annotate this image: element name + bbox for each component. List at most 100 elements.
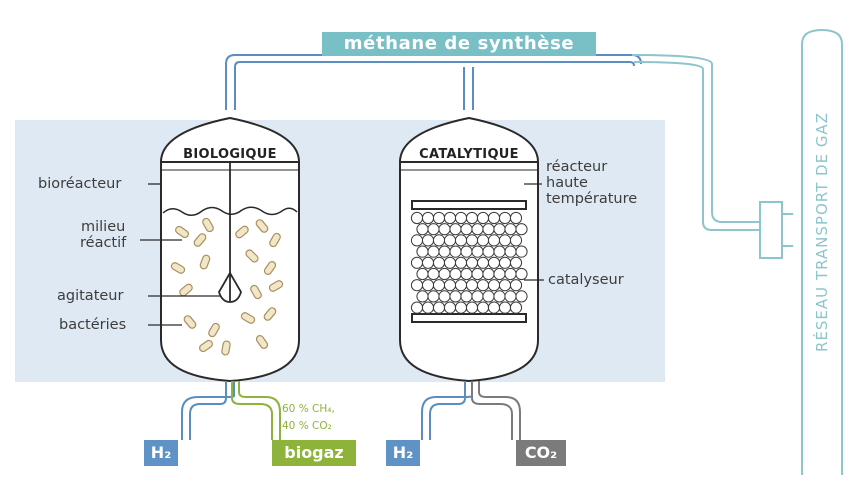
catalyst-bead: [515, 245, 528, 258]
catalyst-bead: [410, 211, 424, 225]
catalyst-bead: [471, 245, 484, 258]
catalyst-bead: [487, 301, 501, 314]
bacterium: [255, 335, 269, 349]
catalyst-bead: [465, 211, 479, 225]
catalyst-bead: [487, 279, 501, 292]
medium-label-1: milieu: [81, 219, 126, 235]
catalyst-bead: [438, 267, 451, 281]
catalyst-bead: [493, 290, 506, 303]
h2-tag-cat-bg: [386, 440, 420, 466]
catalyst-bead: [410, 279, 424, 292]
methane-collector-pipe: [225, 54, 642, 110]
catalyst-bead: [416, 267, 429, 281]
catalyst-bead: [421, 234, 435, 247]
catalyst-bead: [410, 234, 424, 247]
catalyst-bead: [498, 234, 512, 247]
h2-tag-cat: H₂: [392, 443, 414, 462]
biological-inlet-pipes: [181, 381, 281, 440]
catalyst-bead: [421, 211, 435, 225]
bacterium: [240, 312, 256, 324]
catalyst-bead: [509, 256, 523, 269]
reactor-label-1: réacteur: [546, 159, 608, 175]
catalyst-bead: [443, 301, 457, 314]
bacterium: [199, 339, 213, 353]
catalyst-bead: [482, 290, 495, 303]
catalyst-bead: [432, 301, 446, 314]
catalyst-bead: [471, 290, 484, 303]
catalyst-bead: [427, 290, 440, 303]
catalyst-bead: [504, 290, 517, 303]
bacterium: [269, 232, 281, 248]
catalyst-bead: [476, 279, 490, 292]
bacterium: [255, 219, 269, 233]
catalyst-bead: [454, 256, 468, 269]
catalyst-bead: [432, 279, 446, 292]
bacterium: [268, 280, 284, 292]
catalyst-bead: [438, 290, 451, 303]
catalyst-bead: [498, 279, 512, 292]
bacterium: [199, 254, 211, 270]
methane-header-label: méthane de synthèse: [343, 33, 575, 54]
catalytic-title: CATALYTIQUE: [419, 147, 519, 162]
biological-title: BIOLOGIQUE: [183, 147, 277, 162]
medium-label-2: réactif: [80, 235, 127, 251]
bacterium: [208, 322, 220, 338]
catalyst-bead: [482, 223, 495, 236]
bacteria-label: bactéries: [59, 317, 127, 333]
catalyst-bead: [454, 211, 468, 225]
h2-tag-bio: H₂: [150, 443, 172, 462]
catalyst-bead: [515, 267, 528, 281]
catalyst-bead: [421, 256, 435, 269]
catalyst-bead: [410, 301, 424, 314]
catalyst-bead: [443, 256, 457, 269]
bacterium: [263, 307, 277, 321]
bacterium: [245, 249, 259, 263]
catalyst-bead: [493, 223, 506, 236]
catalyst-bead: [432, 211, 446, 225]
bacterium: [263, 261, 277, 275]
reactive-medium-surface: [162, 206, 298, 216]
bacterium: [202, 217, 214, 233]
catalyst-bead: [476, 211, 490, 225]
co2-tag-bg: [516, 440, 566, 466]
co2-tag: CO₂: [524, 443, 558, 462]
catalyst-bead: [509, 211, 523, 225]
catalyst-bead: [476, 256, 490, 269]
catalyst-bead: [498, 211, 512, 225]
bacterium: [221, 340, 231, 356]
catalyst-bead: [454, 234, 468, 247]
bacterium: [179, 283, 193, 297]
bacteria-group: [170, 217, 284, 356]
catalyst-bead: [416, 245, 429, 258]
catalyst-bead: [498, 301, 512, 314]
catalyst-bead: [465, 279, 479, 292]
catalytic-inlet-pipes: [421, 381, 521, 440]
catalytic-leader-lines: [524, 183, 544, 281]
catalyst-bead: [460, 245, 473, 258]
catalyst-bead: [416, 223, 429, 236]
catalyst-bead: [438, 223, 451, 236]
reactor-label-3: température: [546, 191, 638, 207]
bacterium: [183, 315, 197, 329]
catalyst-bead: [509, 301, 523, 314]
catalyst-bead: [465, 256, 479, 269]
catalyst-bead: [504, 245, 517, 258]
network-label: RÉSEAU TRANSPORT DE GAZ: [813, 112, 831, 352]
catalyst-bead: [460, 290, 473, 303]
catalyst-bead: [515, 290, 528, 303]
process-panel: [15, 120, 665, 382]
catalyst-bead: [449, 245, 462, 258]
catalyst-bead: [438, 245, 451, 258]
catalyst-bead: [449, 223, 462, 236]
catalyst-bead: [471, 267, 484, 281]
catalyst-bead: [421, 279, 435, 292]
catalyst-bead: [476, 234, 490, 247]
catalyst-bead: [482, 267, 495, 281]
biogas-tag: biogaz: [284, 443, 344, 462]
catalyst-bead: [460, 223, 473, 236]
catalyst-bead: [427, 267, 440, 281]
catalyst-bead: [493, 267, 506, 281]
catalyst-bead: [487, 234, 501, 247]
